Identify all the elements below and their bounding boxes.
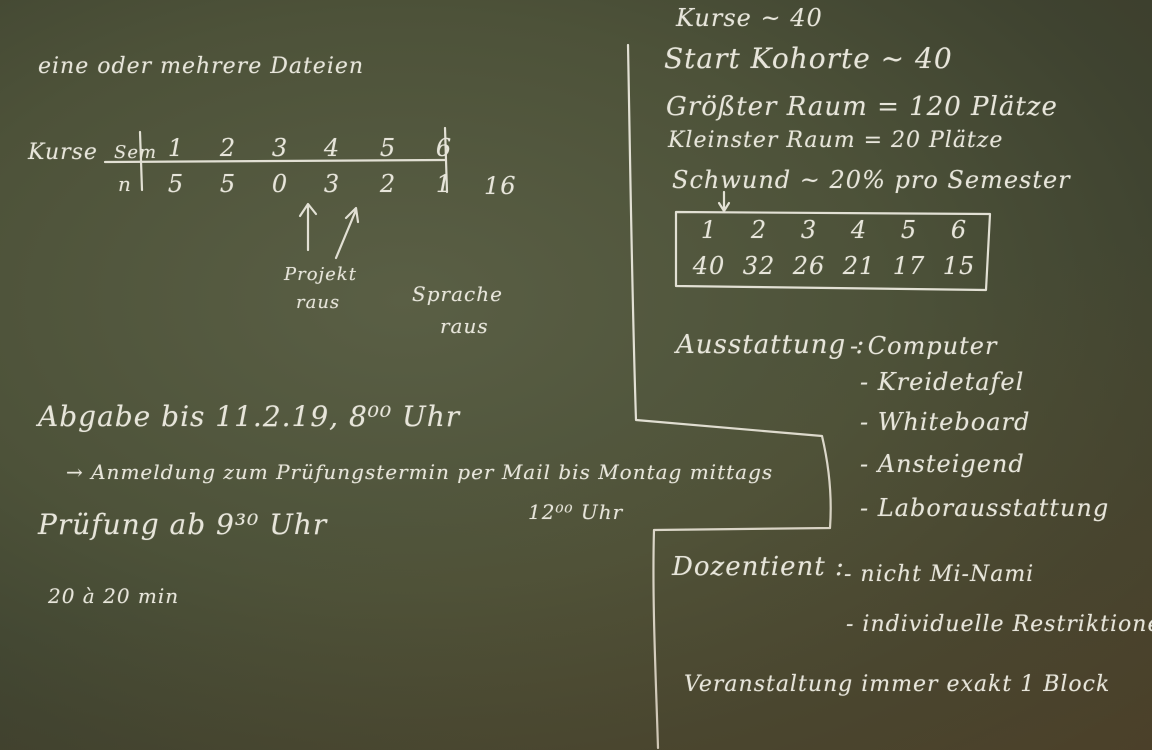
ausstattung-item: - Whiteboard <box>860 408 1031 436</box>
cohort-semester-cell: 3 <box>800 216 818 244</box>
files-note: eine oder mehrere Dateien <box>38 54 365 79</box>
semester-cell: 5 <box>379 134 397 162</box>
projekt-raus: raus <box>296 292 341 313</box>
table-header-line <box>103 158 447 164</box>
cohort-semester-cell: 1 <box>700 216 718 244</box>
cohort-student-cell: 32 <box>742 252 776 280</box>
semester-cell: 2 <box>219 134 237 162</box>
ausstattung-label: Ausstattung : <box>676 330 866 360</box>
table-col-divider <box>138 130 144 192</box>
arrow-down-semester <box>717 190 731 213</box>
count-cell: 2 <box>379 170 397 198</box>
schwund-rate: Schwund ~ 20% pro Semester <box>672 166 1071 194</box>
count-cell: 5 <box>167 170 185 198</box>
cohort-semester-cell: 2 <box>750 216 768 244</box>
table-end-divider <box>443 126 449 194</box>
dozent-item: - nicht Mi-Nami <box>844 562 1035 587</box>
semester-cell: 4 <box>323 134 341 162</box>
anmeldung-time: 12⁰⁰ Uhr <box>528 500 624 524</box>
count-cell: 1 <box>435 170 453 198</box>
cohort-semester-cell: 4 <box>850 216 868 244</box>
cohort-student-cell: 40 <box>692 252 726 280</box>
dozent-label: Dozentient : <box>672 552 845 582</box>
ausstattung-item: - Ansteigend <box>860 450 1025 478</box>
kleinster-raum: Kleinster Raum = 20 Plätze <box>668 128 1004 153</box>
dozent-item: - individuelle Restriktionen <box>846 612 1152 637</box>
cohort-student-cell: 26 <box>792 252 826 280</box>
start-kohorte: Start Kohorte ~ 40 <box>664 42 953 75</box>
table-row1-sub: Sem <box>114 142 158 163</box>
table-row2-label: n <box>118 172 132 196</box>
semester-header-row: 1 2 3 4 5 6 <box>150 134 470 162</box>
pruefung-dauer: 20 à 20 min <box>48 584 180 608</box>
sprache-label: Sprache <box>412 282 503 306</box>
semester-cell: 1 <box>167 134 185 162</box>
count-cell: 3 <box>323 170 341 198</box>
cohort-student-cell: 21 <box>842 252 876 280</box>
ausstattung-item: - Kreidetafel <box>860 368 1025 396</box>
table-total: 16 <box>484 172 517 200</box>
pruefung-start: Prüfung ab 9³⁰ Uhr <box>38 508 328 541</box>
veranstaltung-note: Veranstaltung immer exakt 1 Block <box>684 672 1111 697</box>
arrow-up-sprache <box>334 206 360 260</box>
arrow-up-projekt <box>298 202 318 252</box>
divider-line <box>626 43 832 750</box>
cohort-semester-cell: 5 <box>900 216 918 244</box>
count-cell: 0 <box>271 170 289 198</box>
count-row: 5 5 0 3 2 1 <box>150 170 470 198</box>
table-row1-label: Kurse <box>28 140 98 165</box>
groesster-raum: Größter Raum = 120 Plätze <box>666 92 1058 122</box>
cohort-table-frame <box>674 210 992 292</box>
anmeldung-note: → Anmeldung zum Prüfungstermin per Mail … <box>66 460 774 484</box>
kurse-count: Kurse ~ 40 <box>676 4 823 32</box>
semester-cell: 6 <box>435 134 453 162</box>
cohort-student-cell: 17 <box>892 252 926 280</box>
projekt-label: Projekt <box>284 264 357 285</box>
ausstattung-item: - Laborausstattung <box>860 494 1110 522</box>
cohort-semester-cell: 6 <box>950 216 968 244</box>
cohort-student-row: 40 32 26 21 17 15 <box>684 252 984 280</box>
semester-cell: 3 <box>271 134 289 162</box>
count-cell: 5 <box>219 170 237 198</box>
cohort-semester-row: 1 2 3 4 5 6 <box>684 216 984 244</box>
cohort-student-cell: 15 <box>942 252 976 280</box>
ausstattung-item: - Computer <box>850 332 998 360</box>
abgabe-deadline: Abgabe bis 11.2.19, 8⁰⁰ Uhr <box>38 400 461 433</box>
sprache-raus: raus <box>440 314 489 338</box>
